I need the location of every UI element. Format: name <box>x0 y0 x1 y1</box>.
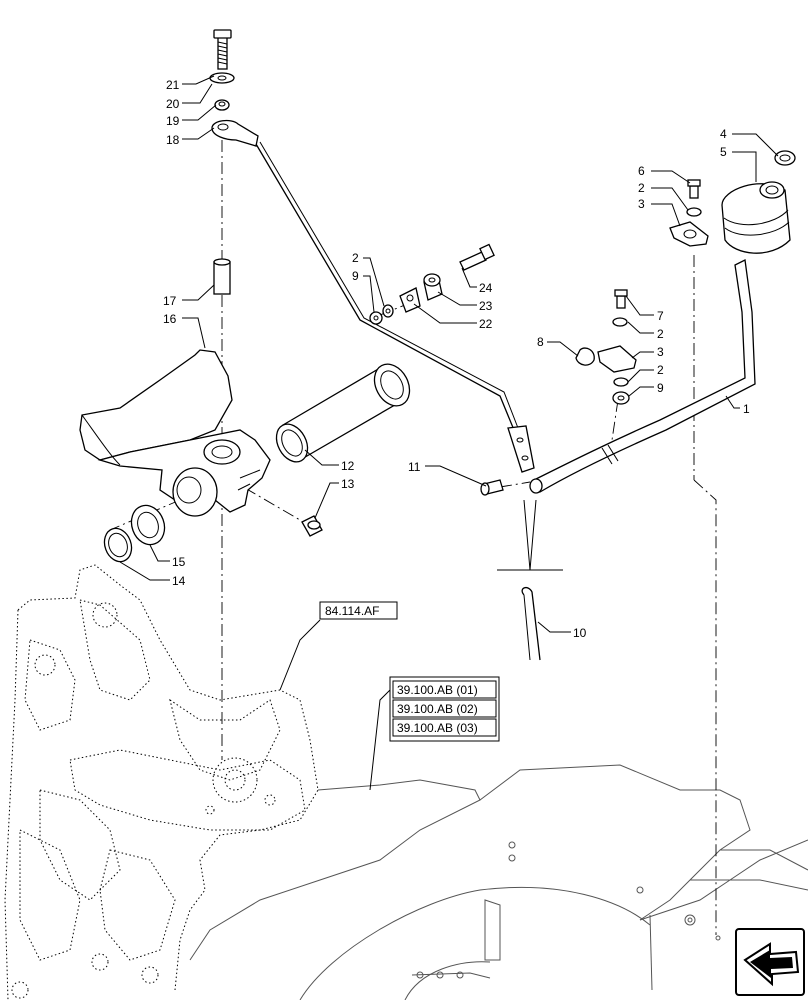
reference-ab3-text[interactable]: 39.100.AB (03) <box>397 721 478 735</box>
shaft-12 <box>275 363 411 463</box>
cotter-pin-10 <box>497 499 563 661</box>
lever-bracket-16 <box>79 349 271 517</box>
reference-ab2-box[interactable] <box>392 699 497 718</box>
reference-ab1-text[interactable]: 39.100.AB (01) <box>397 683 478 697</box>
bolt-21 <box>213 29 232 70</box>
callout-19: 19 <box>166 114 180 128</box>
washer-2-c <box>612 317 628 327</box>
callout-24: 24 <box>479 281 493 295</box>
pin-17 <box>213 258 231 295</box>
reference-ab2-text[interactable]: 39.100.AB (02) <box>397 702 478 716</box>
nut-19 <box>214 99 230 111</box>
callout-9-a: 9 <box>352 269 359 283</box>
washer-2-b <box>686 207 702 217</box>
callout-2-b: 2 <box>638 181 645 195</box>
callout-18: 18 <box>166 133 180 147</box>
callout-9-b: 9 <box>657 381 664 395</box>
callout-6: 6 <box>638 164 645 178</box>
boom-base-plate <box>189 764 808 1000</box>
washer-15 <box>130 504 166 546</box>
callout-7: 7 <box>657 309 664 323</box>
clamp-4 <box>774 150 796 166</box>
callout-2-c: 2 <box>657 327 664 341</box>
callout-14: 14 <box>172 574 186 588</box>
pin-11 <box>480 479 504 496</box>
callout-3-a: 3 <box>638 197 645 211</box>
callout-11: 11 <box>408 460 421 474</box>
leader-lines <box>119 75 779 791</box>
rod-eye-18 <box>211 119 259 147</box>
rubber-boot-5 <box>721 181 791 254</box>
control-lever-1 <box>529 259 756 494</box>
callout-20: 20 <box>166 97 180 111</box>
callout-3-b: 3 <box>657 345 664 359</box>
washer-20 <box>209 72 235 84</box>
washer-2-a <box>382 304 394 318</box>
reference-af-text[interactable]: 84.114.AF <box>325 604 379 618</box>
bracket-22 <box>399 287 421 313</box>
circlip-14 <box>103 527 133 563</box>
clip-3-b <box>597 345 637 373</box>
center-lines <box>109 140 717 935</box>
bushing-23 <box>423 273 443 301</box>
callout-15: 15 <box>172 555 186 569</box>
callout-4: 4 <box>720 127 727 141</box>
chassis-frame-outline <box>4 564 319 1000</box>
nut-9-a <box>369 311 383 325</box>
arrow-left-icon[interactable] <box>735 928 805 996</box>
callout-2-a: 2 <box>352 251 359 265</box>
callout-13: 13 <box>341 477 355 491</box>
clip-8 <box>575 347 595 366</box>
grease-fitting-13 <box>301 515 323 537</box>
clip-3-a <box>669 221 709 247</box>
callout-16: 16 <box>163 312 177 326</box>
washer-2-d <box>613 377 629 387</box>
reference-ab1-box[interactable] <box>392 680 497 699</box>
callout-23: 23 <box>479 299 493 313</box>
bolt-24 <box>459 243 495 271</box>
callout-21: 21 <box>166 78 180 92</box>
callout-2-d: 2 <box>657 363 664 377</box>
callout-12: 12 <box>341 459 355 473</box>
reference-ab-group: 39.100.AB (01) 39.100.AB (02) 39.100.AB … <box>389 676 500 742</box>
bolt-7 <box>614 289 628 309</box>
nut-9-b <box>612 391 630 405</box>
control-rod <box>255 141 535 473</box>
bolt-6 <box>687 179 701 199</box>
callout-1: 1 <box>743 402 750 416</box>
callout-17: 17 <box>163 294 177 308</box>
callout-5: 5 <box>720 145 727 159</box>
callout-10: 10 <box>573 626 587 640</box>
callout-8: 8 <box>537 335 544 349</box>
callout-labels: 21 20 19 18 17 16 12 13 15 14 11 10 1 2 … <box>163 78 750 640</box>
callout-22: 22 <box>479 317 493 331</box>
reference-af[interactable]: 84.114.AF <box>319 601 398 620</box>
reference-ab3-box[interactable] <box>392 718 497 737</box>
